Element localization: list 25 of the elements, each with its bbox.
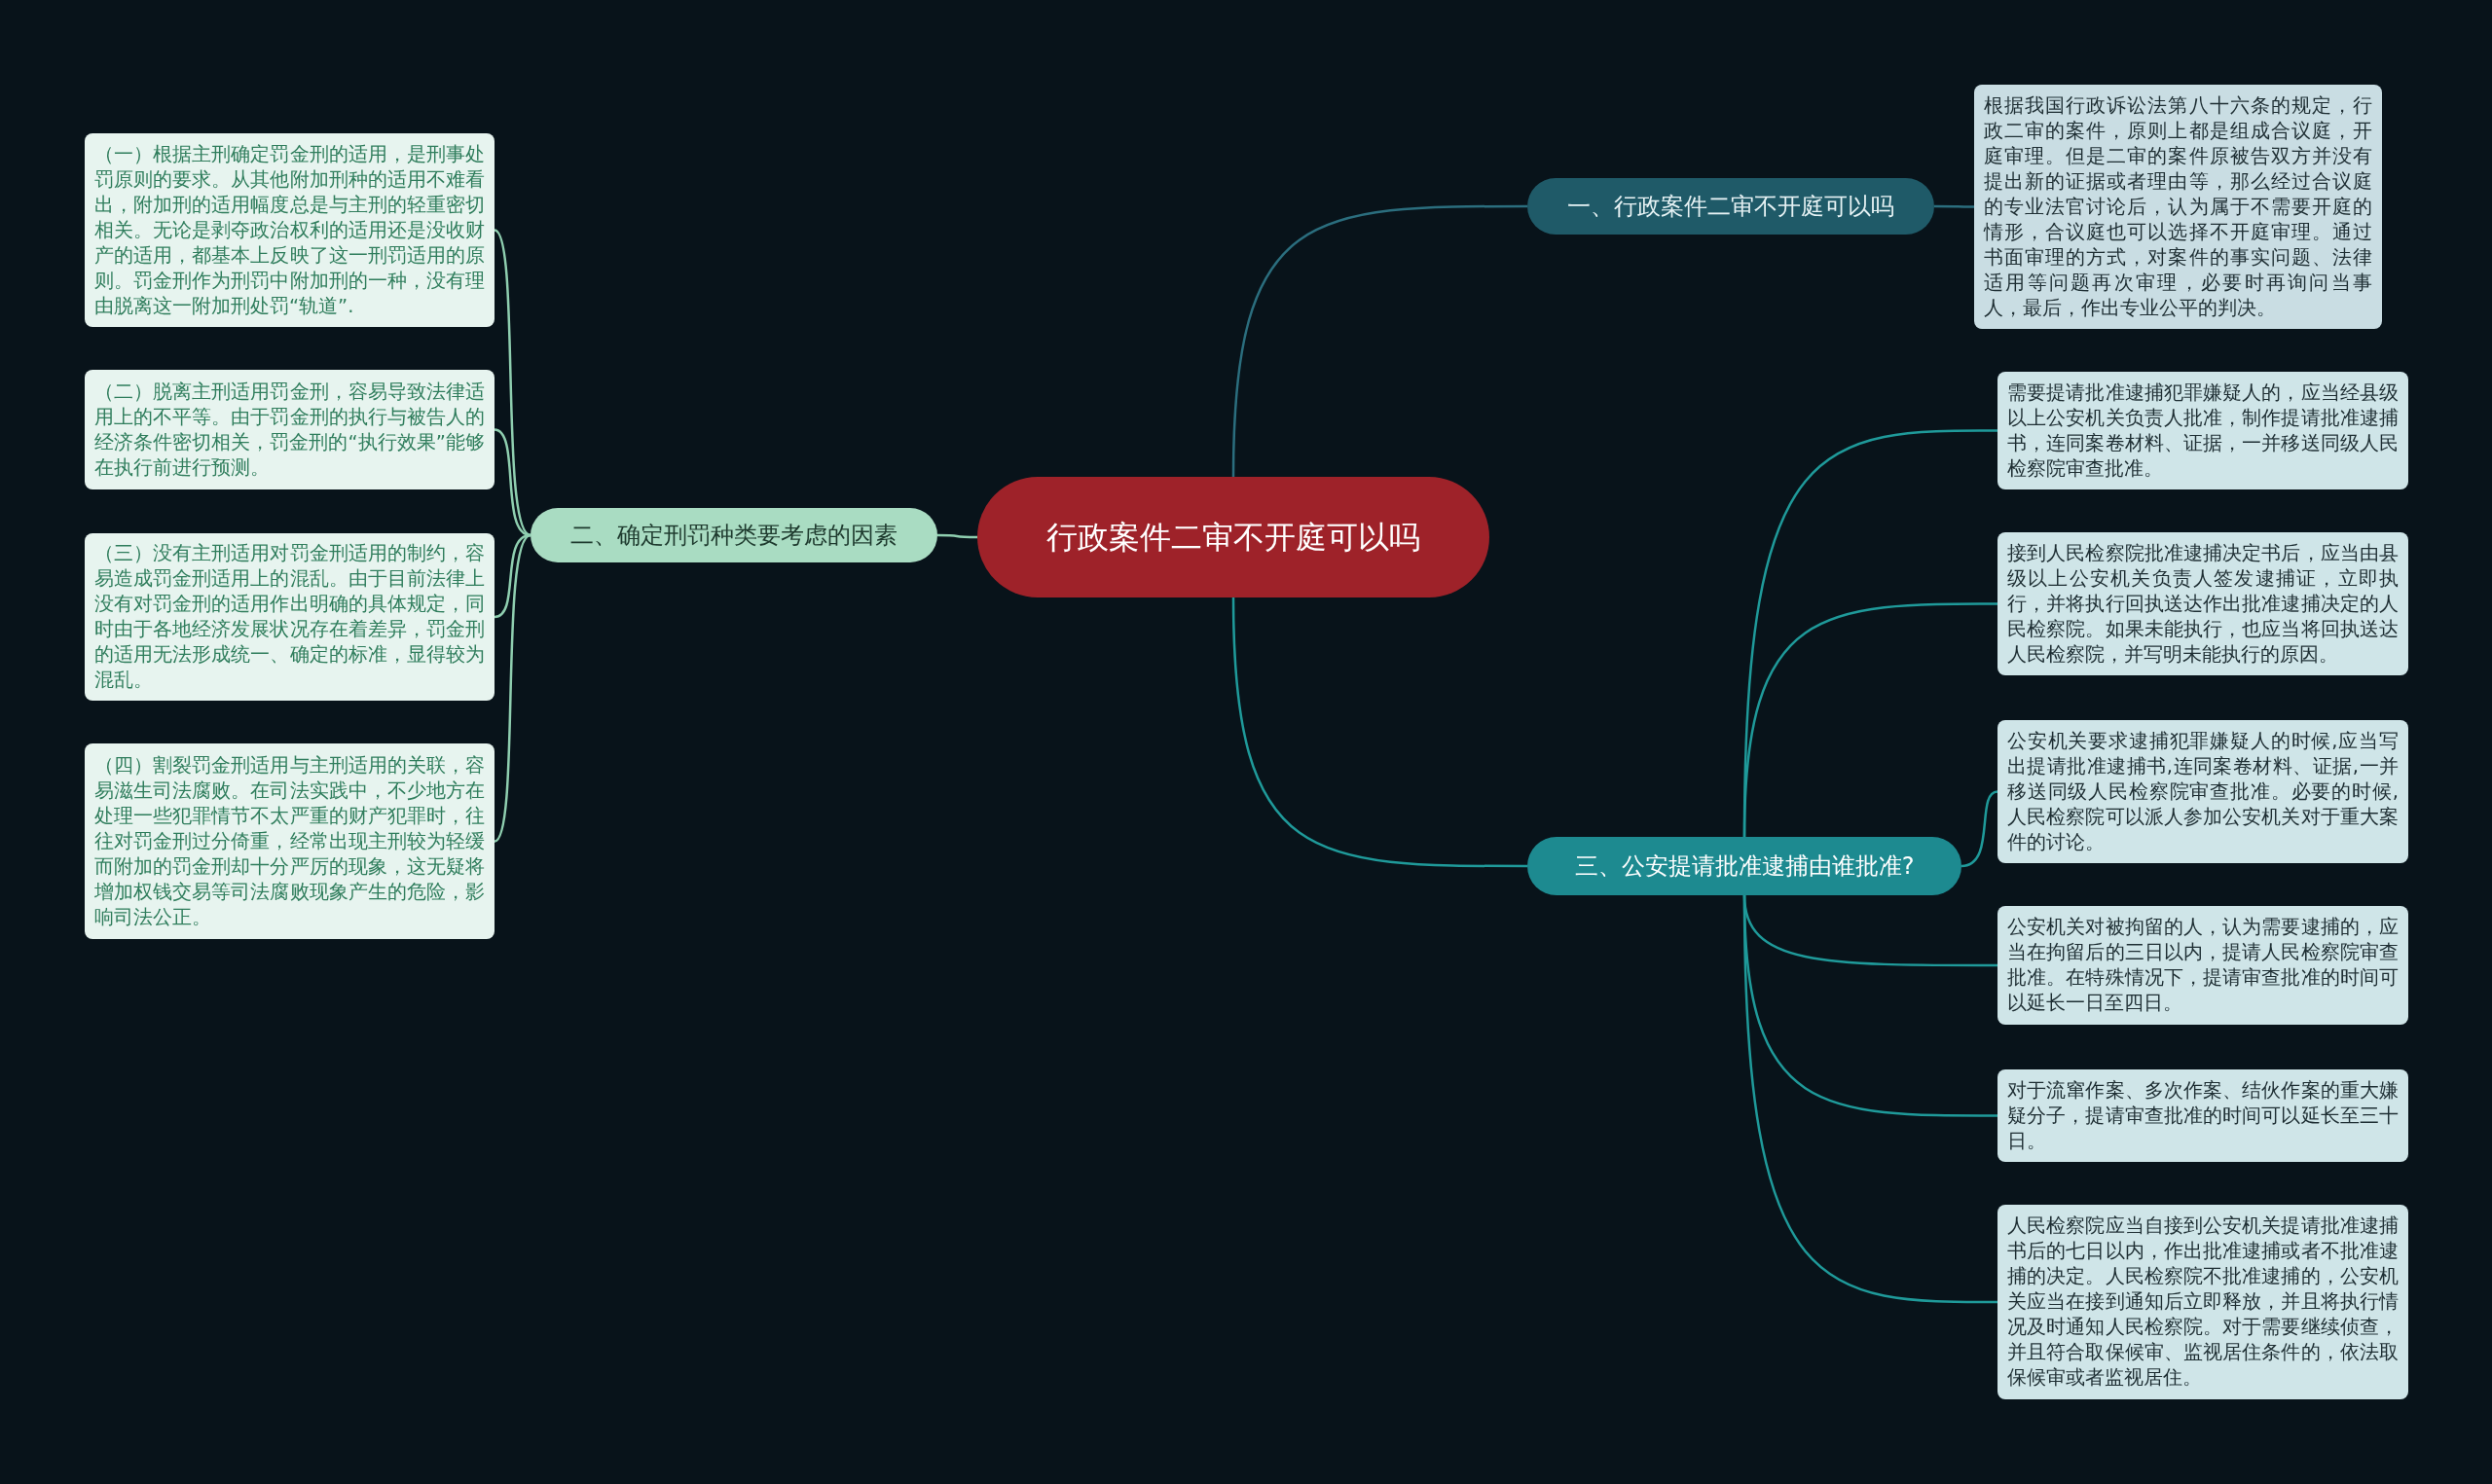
- note-card: 需要提请批准逮捕犯罪嫌疑人的，应当经县级以上公安机关负责人批准，制作提请批准逮捕书，连同案卷材料、证据，一并移送同级人民检察院审查批准。: [1997, 372, 2408, 489]
- note-card: 接到人民检察院批准逮捕决定书后，应当由县级以上公安机关负责人签发逮捕证，立即执行，并将执行回执送达作出批准逮捕决定的人民检察院。如果未能执行，也应当将回执送达人民检察院，并写明未能执行的原因。: [1997, 532, 2408, 675]
- note-card: （三）没有主刑适用对罚金刑适用的制约，容易造成罚金刑适用上的混乱。由于目前法律上没有对罚金刑的适用作出明确的具体规定，同时由于各地经济发展状况存在着差异，罚金刑的适用无法形成统一、确定的标准，显得较为混乱。: [85, 533, 495, 701]
- connector: [1231, 597, 1527, 868]
- connector: [1742, 602, 1997, 838]
- note-card: （二）脱离主刑适用罚金刑，容易导致法律适用上的不平等。由于罚金刑的执行与被告人的经济条件密切相关，罚金刑的“执行效果”能够在执行前进行预测。: [85, 370, 495, 489]
- note-card: 根据我国行政诉讼法第八十六条的规定，行政二审的案件，原则上都是组成合议庭，开庭审理。但是二审的案件原被告双方并没有提出新的证据或者理由等，那么经过合议庭的专业法官讨论后，认为属于不需要开庭的情形，合议庭也可以选择不开庭审理。通过书面审理的方式，对案件的事实问题、法律适用等问题再次审理，必要时再询问当事人，最后，作出专业公平的判决。: [1974, 85, 2382, 329]
- connector: [1231, 204, 1527, 478]
- branch-box: 二、确定刑罚种类要考虑的因素: [531, 508, 937, 562]
- branch-box: 一、行政案件二审不开庭可以吗: [1527, 178, 1934, 235]
- connector: [494, 229, 531, 536]
- connector: [494, 428, 531, 537]
- connector: [937, 533, 977, 539]
- connector: [1742, 894, 1997, 1304]
- note-card: 公安机关对被拘留的人，认为需要逮捕的，应当在拘留后的三日以内，提请人民检察院审查批准。在特殊情况下，提请审查批准的时间可以延长一日至四日。: [1997, 906, 2408, 1025]
- note-card: （一）根据主刑确定罚金刑的适用，是刑事处罚原则的要求。从其他附加刑种的适用不难看出，附加刑的适用幅度总是与主刑的轻重密切相关。无论是剥夺政治权利的适用还是没收财产的适用，都基本上反映了这一刑罚适用的原则。罚金刑作为刑罚中附加刑的一种，没有理由脱离这一附加刑处罚“轨道”.: [85, 133, 495, 327]
- note-card: 公安机关要求逮捕犯罪嫌疑人的时候,应当写出提请批准逮捕书,连同案卷材料、证据,一并移送同级人民检察院审查批准。必要的时候,人民检察院可以派人参加公安机关对于重大案件的讨论。: [1997, 720, 2408, 863]
- note-card: 人民检察院应当自接到公安机关提请批准逮捕书后的七日以内，作出批准逮捕或者不批准逮捕的决定。人民检察院不批准逮捕的，公安机关应当在接到通知后立即释放，并且将执行情况及时通知人民检察院。对于需要继续侦查，并且符合取保候审、监视居住条件的，依法取保候审或者监视居住。: [1997, 1205, 2408, 1399]
- note-card: 对于流窜作案、多次作案、结伙作案的重大嫌疑分子，提请审查批准的时间可以延长至三十日。: [1997, 1069, 2408, 1162]
- connector: [1961, 790, 1998, 868]
- note-card: （四）割裂罚金刑适用与主刑适用的关联，容易滋生司法腐败。在司法实践中，不少地方在处理一些犯罪情节不太严重的财产犯罪时，往往对罚金刑过分倚重，经常出现主刑较为轻缓而附加的罚金刑却十分严厉的现象，这无疑将增加权钱交易等司法腐败现象产生的危险，影响司法公正。: [85, 743, 495, 939]
- connector: [1934, 204, 1974, 208]
- branch-box: 三、公安提请批准逮捕由谁批准?: [1527, 837, 1961, 895]
- connector: [494, 534, 531, 843]
- topic-box: 行政案件二审不开庭可以吗: [977, 477, 1489, 597]
